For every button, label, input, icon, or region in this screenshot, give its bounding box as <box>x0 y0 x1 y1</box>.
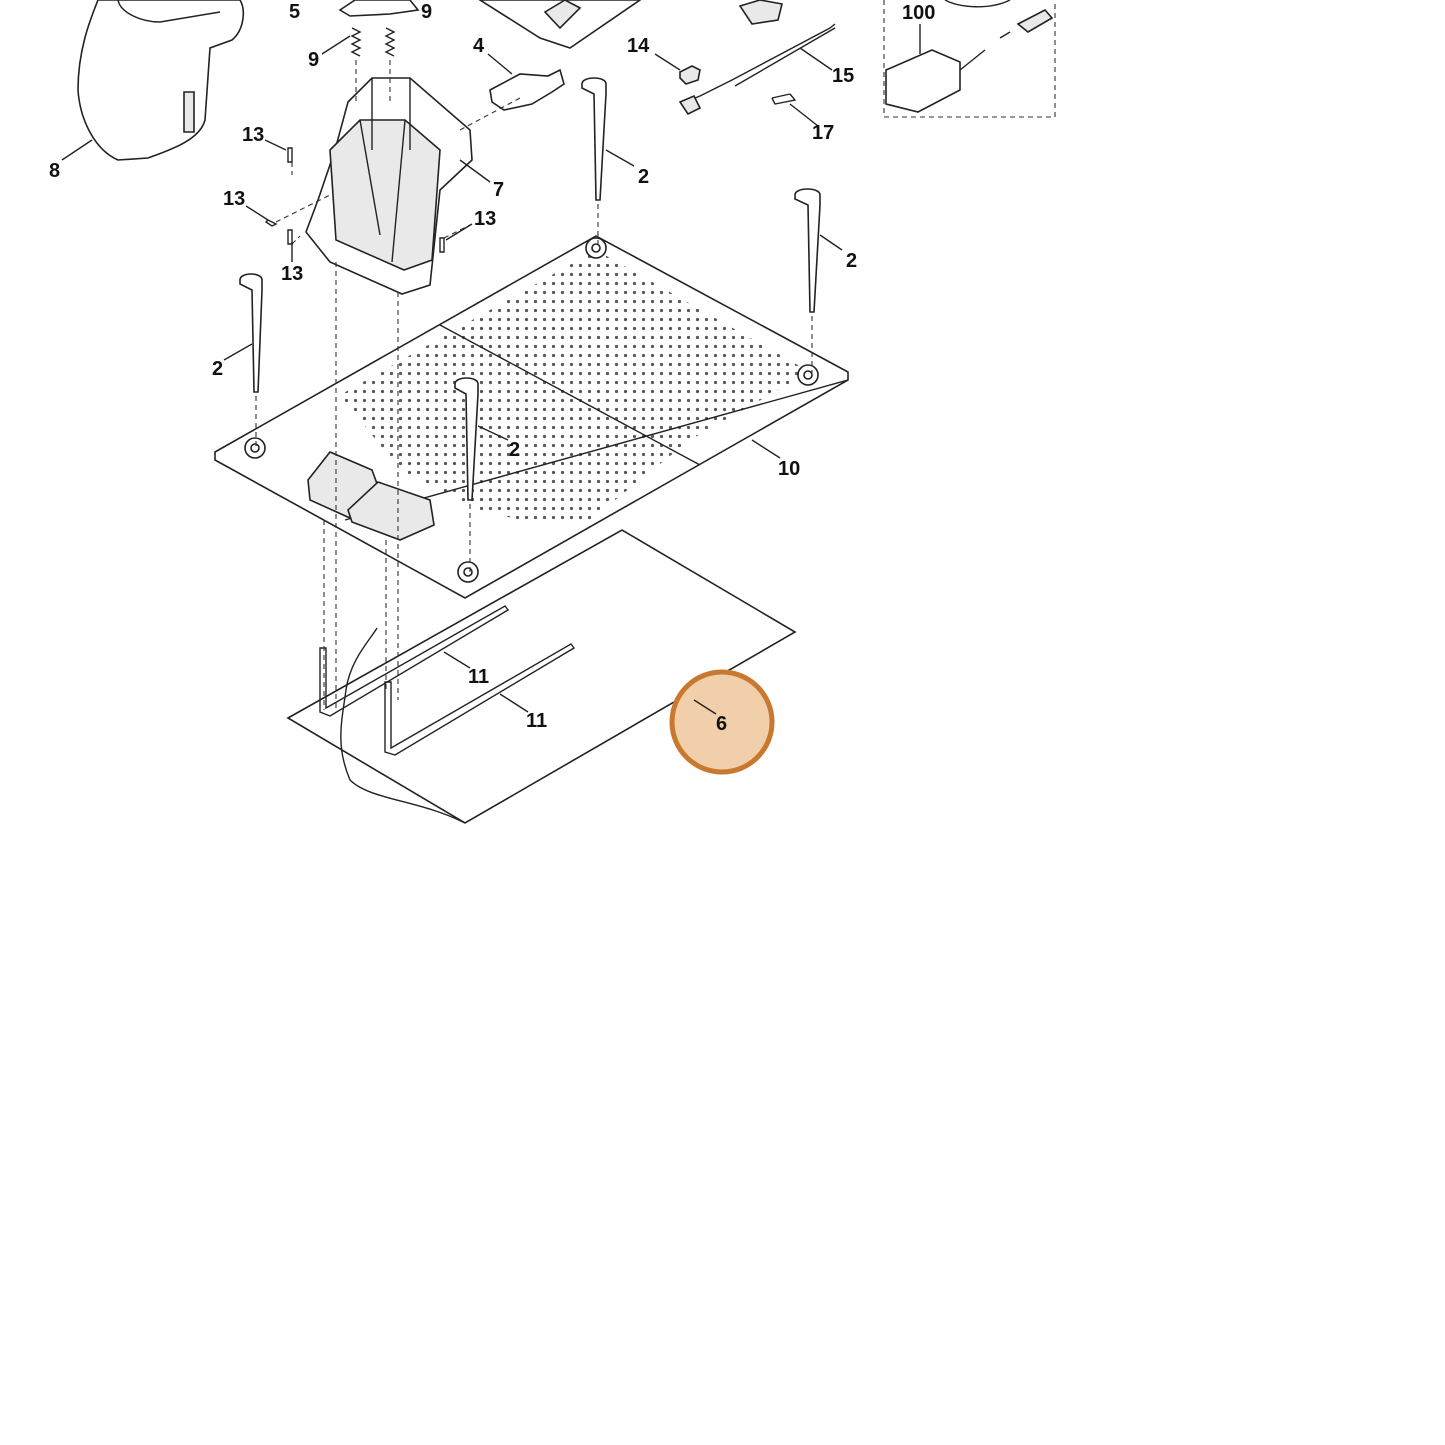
adapter-part-100 <box>883 0 1056 118</box>
highlight-marker[interactable] <box>669 669 775 775</box>
callout-4[interactable]: 4 <box>473 35 485 57</box>
stake-part-2-c <box>794 188 821 313</box>
callout-7[interactable]: 7 <box>493 179 504 201</box>
pin-part-11-a <box>319 605 510 717</box>
stake-part-2-b <box>581 77 607 201</box>
callout-2-center[interactable]: 2 <box>509 439 520 461</box>
callout-13-right[interactable]: 13 <box>474 208 496 230</box>
clip-part-14 <box>679 65 701 85</box>
clip-part-17 <box>771 93 797 105</box>
callout-8[interactable]: 8 <box>49 160 60 182</box>
contact-part-5 <box>338 0 420 17</box>
assembly-lines <box>255 60 813 710</box>
callout-labels: 5 9 9 4 14 15 17 100 8 7 13 13 13 13 2 2… <box>49 1 935 735</box>
spring-part-9-b <box>384 27 396 57</box>
callout-17[interactable]: 17 <box>812 122 834 144</box>
screw-part-13-a <box>287 147 293 163</box>
stake-part-2-a <box>239 273 263 393</box>
plug-top <box>738 0 783 25</box>
callout-11-lower[interactable]: 11 <box>526 710 547 732</box>
cable-part-15 <box>678 23 836 116</box>
screw-part-13-c <box>287 229 293 245</box>
callout-13-top[interactable]: 13 <box>242 124 264 146</box>
spring-part-9-a <box>350 27 362 57</box>
base-plate-part-10 <box>214 235 849 599</box>
cover-part-8 <box>77 0 245 161</box>
callout-9-left[interactable]: 9 <box>308 49 319 71</box>
callout-5[interactable]: 5 <box>289 1 300 23</box>
callout-2-left[interactable]: 2 <box>212 358 223 380</box>
connector-part-4 <box>489 68 565 111</box>
power-supply-top <box>478 0 642 49</box>
callout-13-bottom[interactable]: 13 <box>281 263 303 285</box>
pin-part-11-b <box>384 643 576 756</box>
screw-part-13-d <box>439 237 445 253</box>
stake-part-2-d <box>454 377 479 501</box>
callout-11-upper[interactable]: 11 <box>468 666 489 688</box>
callout-14[interactable]: 14 <box>627 35 650 57</box>
callout-6[interactable]: 6 <box>716 713 727 735</box>
charging-housing-part-7 <box>305 77 473 295</box>
callout-2-top[interactable]: 2 <box>638 166 649 188</box>
leader-lines <box>61 24 921 713</box>
callout-2-right[interactable]: 2 <box>846 250 857 272</box>
screw-part-13-b <box>264 219 278 227</box>
base-sheet-part-6 <box>286 529 797 824</box>
callout-9-right[interactable]: 9 <box>421 1 432 23</box>
callout-15[interactable]: 15 <box>832 65 854 87</box>
leader-part-6 <box>693 699 717 715</box>
callout-13-left[interactable]: 13 <box>223 188 245 210</box>
callout-100[interactable]: 100 <box>902 2 935 24</box>
callout-10[interactable]: 10 <box>778 458 800 480</box>
